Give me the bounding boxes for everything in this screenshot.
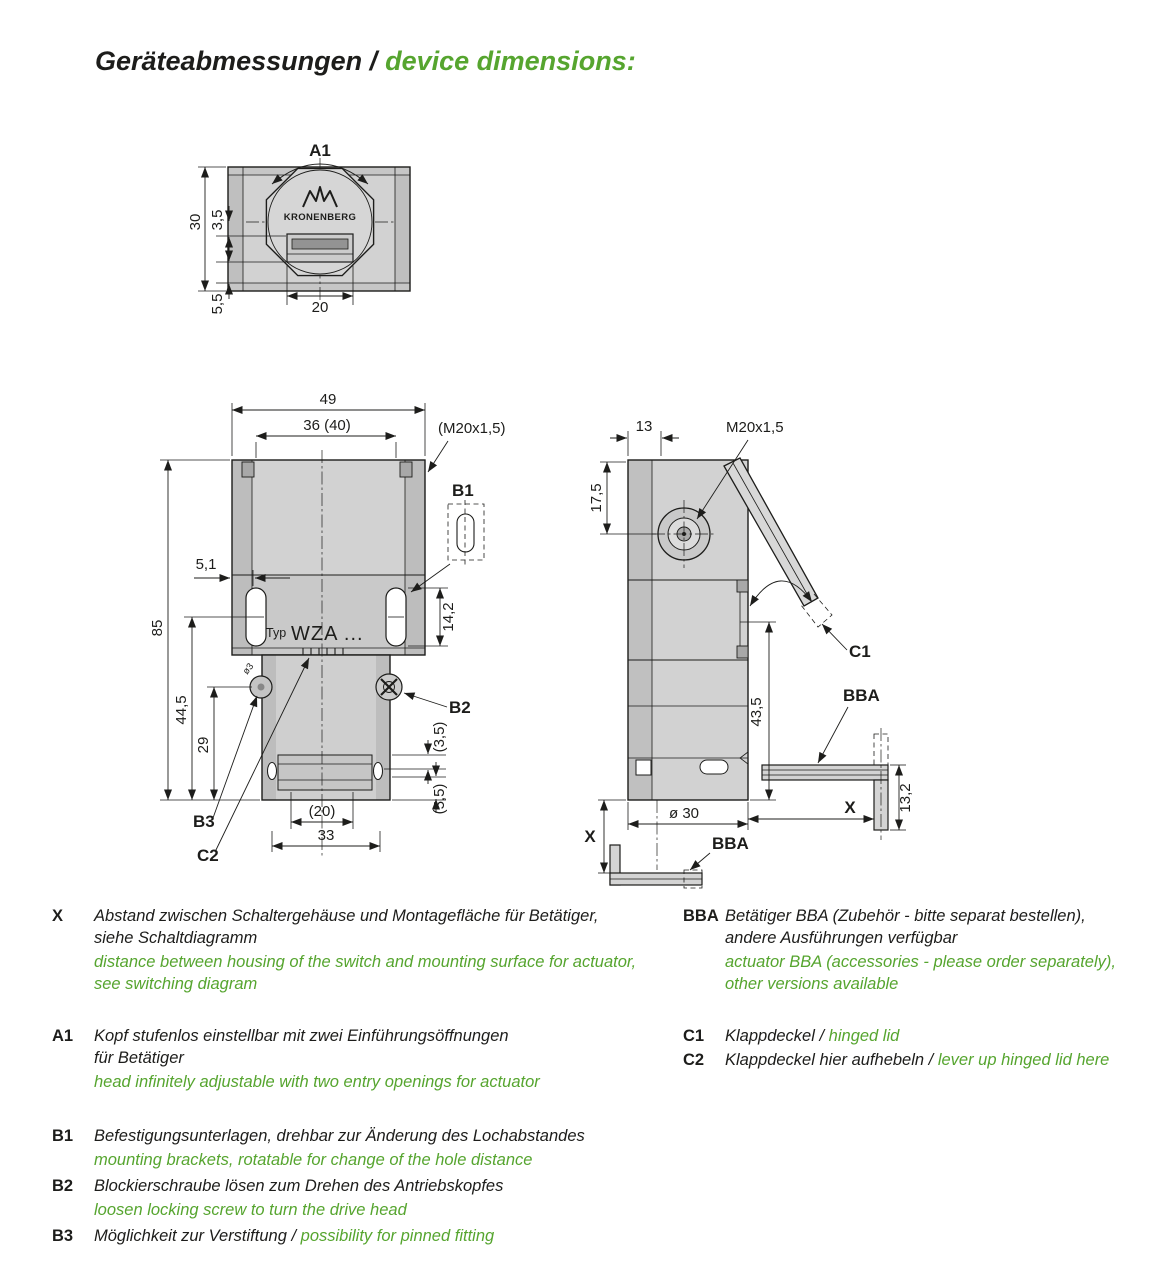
dim-x-left: X	[584, 827, 596, 846]
type-designation: WZA ...	[291, 623, 364, 645]
legend-de: Klappdeckel /	[725, 1027, 825, 1045]
legend-en: hinged lid	[828, 1027, 900, 1045]
page-title: Geräteabmessungen /device dimensions:	[95, 46, 636, 77]
legend-left-column: X Abstand zwischen Schaltergehäuse und M…	[52, 905, 677, 1247]
label-b1: B1	[452, 481, 474, 500]
legend-de: Befestigungsunterlagen, drehbar zur Ände…	[94, 1127, 585, 1145]
label-b3: B3	[193, 812, 215, 831]
front-view: Typ WZA ...	[149, 391, 506, 865]
side-view-dimensions: 13 M20x1,5 17,5 43,5 C1 BBA 13,2	[584, 418, 914, 874]
top-view-body: KRONENBERG	[227, 158, 411, 300]
label-c2: C2	[197, 846, 219, 865]
dim-14-2: 14,2	[440, 602, 457, 631]
dim-33: 33	[318, 827, 335, 844]
side-view: 13 M20x1,5 17,5 43,5 C1 BBA 13,2	[584, 418, 914, 889]
legend-item-c1: C1 Klappdeckel / hinged lid	[683, 1025, 1158, 1047]
dim-20-paren: (20)	[309, 803, 336, 820]
legend-en: possibility for pinned fitting	[300, 1227, 495, 1245]
legend-de: Klappdeckel hier aufhebeln /	[725, 1051, 934, 1069]
dim-85: 85	[149, 620, 166, 637]
dim-o30: ø 30	[669, 805, 699, 822]
dim-36-40: 36 (40)	[303, 417, 351, 434]
legend-item-b2: B2 Blockierschraube lösen zum Drehen des…	[52, 1175, 677, 1221]
dim-29: 29	[195, 737, 212, 754]
legend-item-x: X Abstand zwischen Schaltergehäuse und M…	[52, 905, 677, 995]
actuator-bba-bottom	[609, 844, 703, 889]
dim-m20-thread: (M20x1,5)	[438, 420, 506, 437]
legend-en: loosen locking screw to turn the drive h…	[94, 1201, 407, 1219]
legend-en: actuator BBA (accessories - please order…	[725, 953, 1116, 993]
side-view-body	[627, 457, 833, 870]
legend-item-a1: A1 Kopf stufenlos einstellbar mit zwei E…	[52, 1025, 677, 1093]
legend-key-b3: B3	[52, 1227, 74, 1245]
legend-de: Betätiger BBA (Zubehör - bitte separat b…	[725, 907, 1086, 947]
legend-item-b1: B1 Befestigungsunterlagen, drehbar zur Ä…	[52, 1125, 677, 1171]
label-bba-bottom: BBA	[712, 834, 749, 853]
dim-x-right: X	[844, 798, 856, 817]
legend-key-b2: B2	[52, 1177, 74, 1195]
title-german: Geräteabmessungen /	[95, 46, 378, 76]
title-english: device dimensions:	[385, 46, 636, 76]
dim-m20-thread: M20x1,5	[726, 419, 784, 436]
label-c1: C1	[849, 642, 871, 661]
dim-5-5: 5,5	[209, 294, 226, 315]
actuator-bba-right	[761, 728, 889, 840]
front-view-dimensions: 49 36 (40) (M20x1,5) B1 5,1 85	[149, 391, 506, 865]
legend-key-c2: C2	[683, 1051, 705, 1069]
top-view: KRONENBERG A1 30 3,5 5,5	[187, 141, 411, 316]
top-view-dimensions: A1 30 3,5 5,5 20	[187, 141, 369, 316]
legend-en: distance between housing of the switch a…	[94, 953, 637, 993]
legend-key-b1: B1	[52, 1127, 74, 1145]
label-b2: B2	[449, 698, 471, 717]
legend-de: Abstand zwischen Schaltergehäuse und Mon…	[94, 907, 599, 947]
dim-43-5: 43,5	[748, 697, 765, 726]
legend-right-column: BBA Betätiger BBA (Zubehör - bitte separ…	[683, 905, 1158, 1071]
brand-text: KRONENBERG	[284, 212, 357, 223]
dim-3-5: 3,5	[209, 210, 226, 231]
dim-o3: ø3	[241, 661, 256, 677]
dim-13: 13	[636, 418, 653, 435]
legend-en: head infinitely adjustable with two entr…	[94, 1073, 540, 1091]
dim-49: 49	[320, 391, 337, 408]
label-a1: A1	[309, 141, 331, 160]
dim-13-2: 13,2	[897, 783, 914, 812]
legend-item-b3: B3 Möglichkeit zur Verstiftung / possibi…	[52, 1225, 677, 1247]
dim-17-5: 17,5	[588, 483, 605, 512]
legend-de: Kopf stufenlos einstellbar mit zwei Einf…	[94, 1027, 509, 1067]
technical-drawing: KRONENBERG A1 30 3,5 5,5	[149, 141, 914, 889]
dim-5-1: 5,1	[196, 556, 217, 573]
legend-key-a1: A1	[52, 1027, 74, 1045]
legend-key-bba: BBA	[683, 907, 719, 925]
dim-44-5: 44,5	[173, 695, 190, 724]
kronenberg-logo-icon	[302, 186, 338, 208]
dim-3-5-paren: (3,5)	[431, 722, 448, 753]
legend-key-c1: C1	[683, 1027, 705, 1045]
legend-item-bba: BBA Betätiger BBA (Zubehör - bitte separ…	[683, 905, 1158, 995]
legend-de: Blockierschraube lösen zum Drehen des An…	[94, 1177, 504, 1195]
legend-en: lever up hinged lid here	[937, 1051, 1110, 1069]
dim-20: 20	[312, 299, 329, 316]
legend-item-c2: C2 Klappdeckel hier aufhebeln / lever up…	[683, 1049, 1158, 1071]
label-bba-right: BBA	[843, 686, 880, 705]
type-prefix: Typ	[266, 626, 286, 640]
dim-5-5-paren: (5,5)	[431, 784, 448, 815]
dim-30: 30	[187, 214, 204, 231]
front-view-body: Typ WZA ...	[231, 450, 426, 858]
legend-de: Möglichkeit zur Verstiftung /	[94, 1227, 297, 1245]
legend-key-x: X	[52, 907, 64, 925]
legend-en: mounting brackets, rotatable for change …	[94, 1151, 533, 1169]
